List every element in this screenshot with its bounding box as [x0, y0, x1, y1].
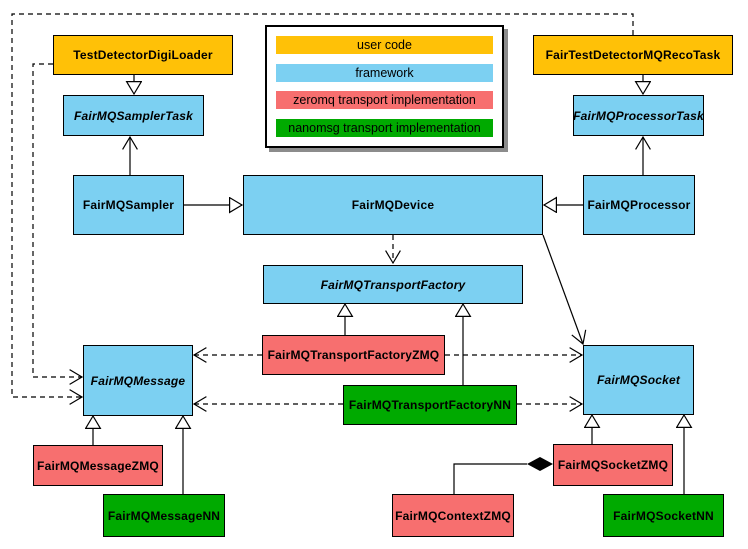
node-fairmqprocessor: FairMQProcessor — [583, 175, 695, 235]
node-fairmqmessage: FairMQMessage — [83, 345, 193, 416]
legend-label: nanomsg transport implementation — [288, 120, 481, 135]
node-label: FairMQSamplerTask — [74, 108, 193, 123]
node-label: FairMQMessageZMQ — [37, 458, 159, 473]
node-label: FairMQContextZMQ — [395, 508, 511, 523]
edge-comp-contextzmq-socketzmq — [453, 463, 527, 494]
node-fairmqtransportfactorynn: FairMQTransportFactoryNN — [343, 385, 517, 425]
edge-assoc-device-socket — [542, 234, 587, 346]
legend-label: user code — [357, 38, 412, 52]
node-fairtestdetectormqrecotask: FairTestDetectorMQRecoTask — [533, 35, 733, 75]
legend-item-user-code: user code — [276, 36, 493, 54]
legend-label: zeromq transport implementation — [293, 93, 476, 108]
node-label: FairMQSocketZMQ — [557, 458, 669, 472]
composition-diamond — [527, 457, 553, 471]
node-label: FairMQProcessor — [587, 198, 691, 212]
edge-dep-digiloader-message — [32, 63, 84, 385]
node-label: FairTestDetectorMQRecoTask — [545, 48, 721, 62]
node-fairmqtransportfactory: FairMQTransportFactory — [263, 265, 523, 304]
legend-item-framework: framework — [276, 63, 493, 82]
node-label: FairMQSocket — [596, 373, 681, 387]
node-fairmqmessagezmq: FairMQMessageZMQ — [33, 445, 163, 486]
legend: user code framework zeromq transport imp… — [265, 25, 504, 148]
node-fairmqsocketzmq: FairMQSocketZMQ — [553, 444, 673, 486]
node-fairmqtransportfactoryzmq: FairMQTransportFactoryZMQ — [262, 335, 445, 375]
edge-dep-recotask-message — [11, 13, 634, 405]
node-label: FairMQMessageNN — [107, 508, 221, 523]
node-label: FairMQSocketNN — [613, 508, 714, 523]
node-label: FairMQProcessorTask — [573, 108, 704, 123]
node-label: FairMQSampler — [82, 198, 175, 212]
node-fairmqdevice: FairMQDevice — [243, 175, 543, 235]
node-fairmqmessagenn: FairMQMessageNN — [103, 494, 225, 537]
node-label: FairMQTransportFactory — [320, 277, 466, 292]
node-testdetectordigiloader: TestDetectorDigiLoader — [53, 35, 233, 75]
node-label: FairMQDevice — [351, 198, 435, 212]
node-label: TestDetectorDigiLoader — [73, 48, 213, 62]
legend-label: framework — [355, 65, 414, 80]
node-fairmqsocket: FairMQSocket — [583, 345, 694, 415]
node-label: FairMQTransportFactoryZMQ — [267, 348, 440, 362]
node-fairmqcontextzmq: FairMQContextZMQ — [392, 494, 514, 537]
node-fairmqsampler: FairMQSampler — [73, 175, 184, 235]
node-label: FairMQMessage — [90, 373, 186, 388]
node-label: FairMQTransportFactoryNN — [348, 398, 512, 412]
node-fairmqprocessortask: FairMQProcessorTask — [573, 95, 704, 136]
legend-item-zeromq: zeromq transport implementation — [276, 91, 493, 110]
legend-item-nanomsg: nanomsg transport implementation — [276, 118, 493, 137]
node-fairmqsamplertask: FairMQSamplerTask — [63, 95, 204, 136]
node-fairmqsocketnn: FairMQSocketNN — [603, 494, 724, 537]
